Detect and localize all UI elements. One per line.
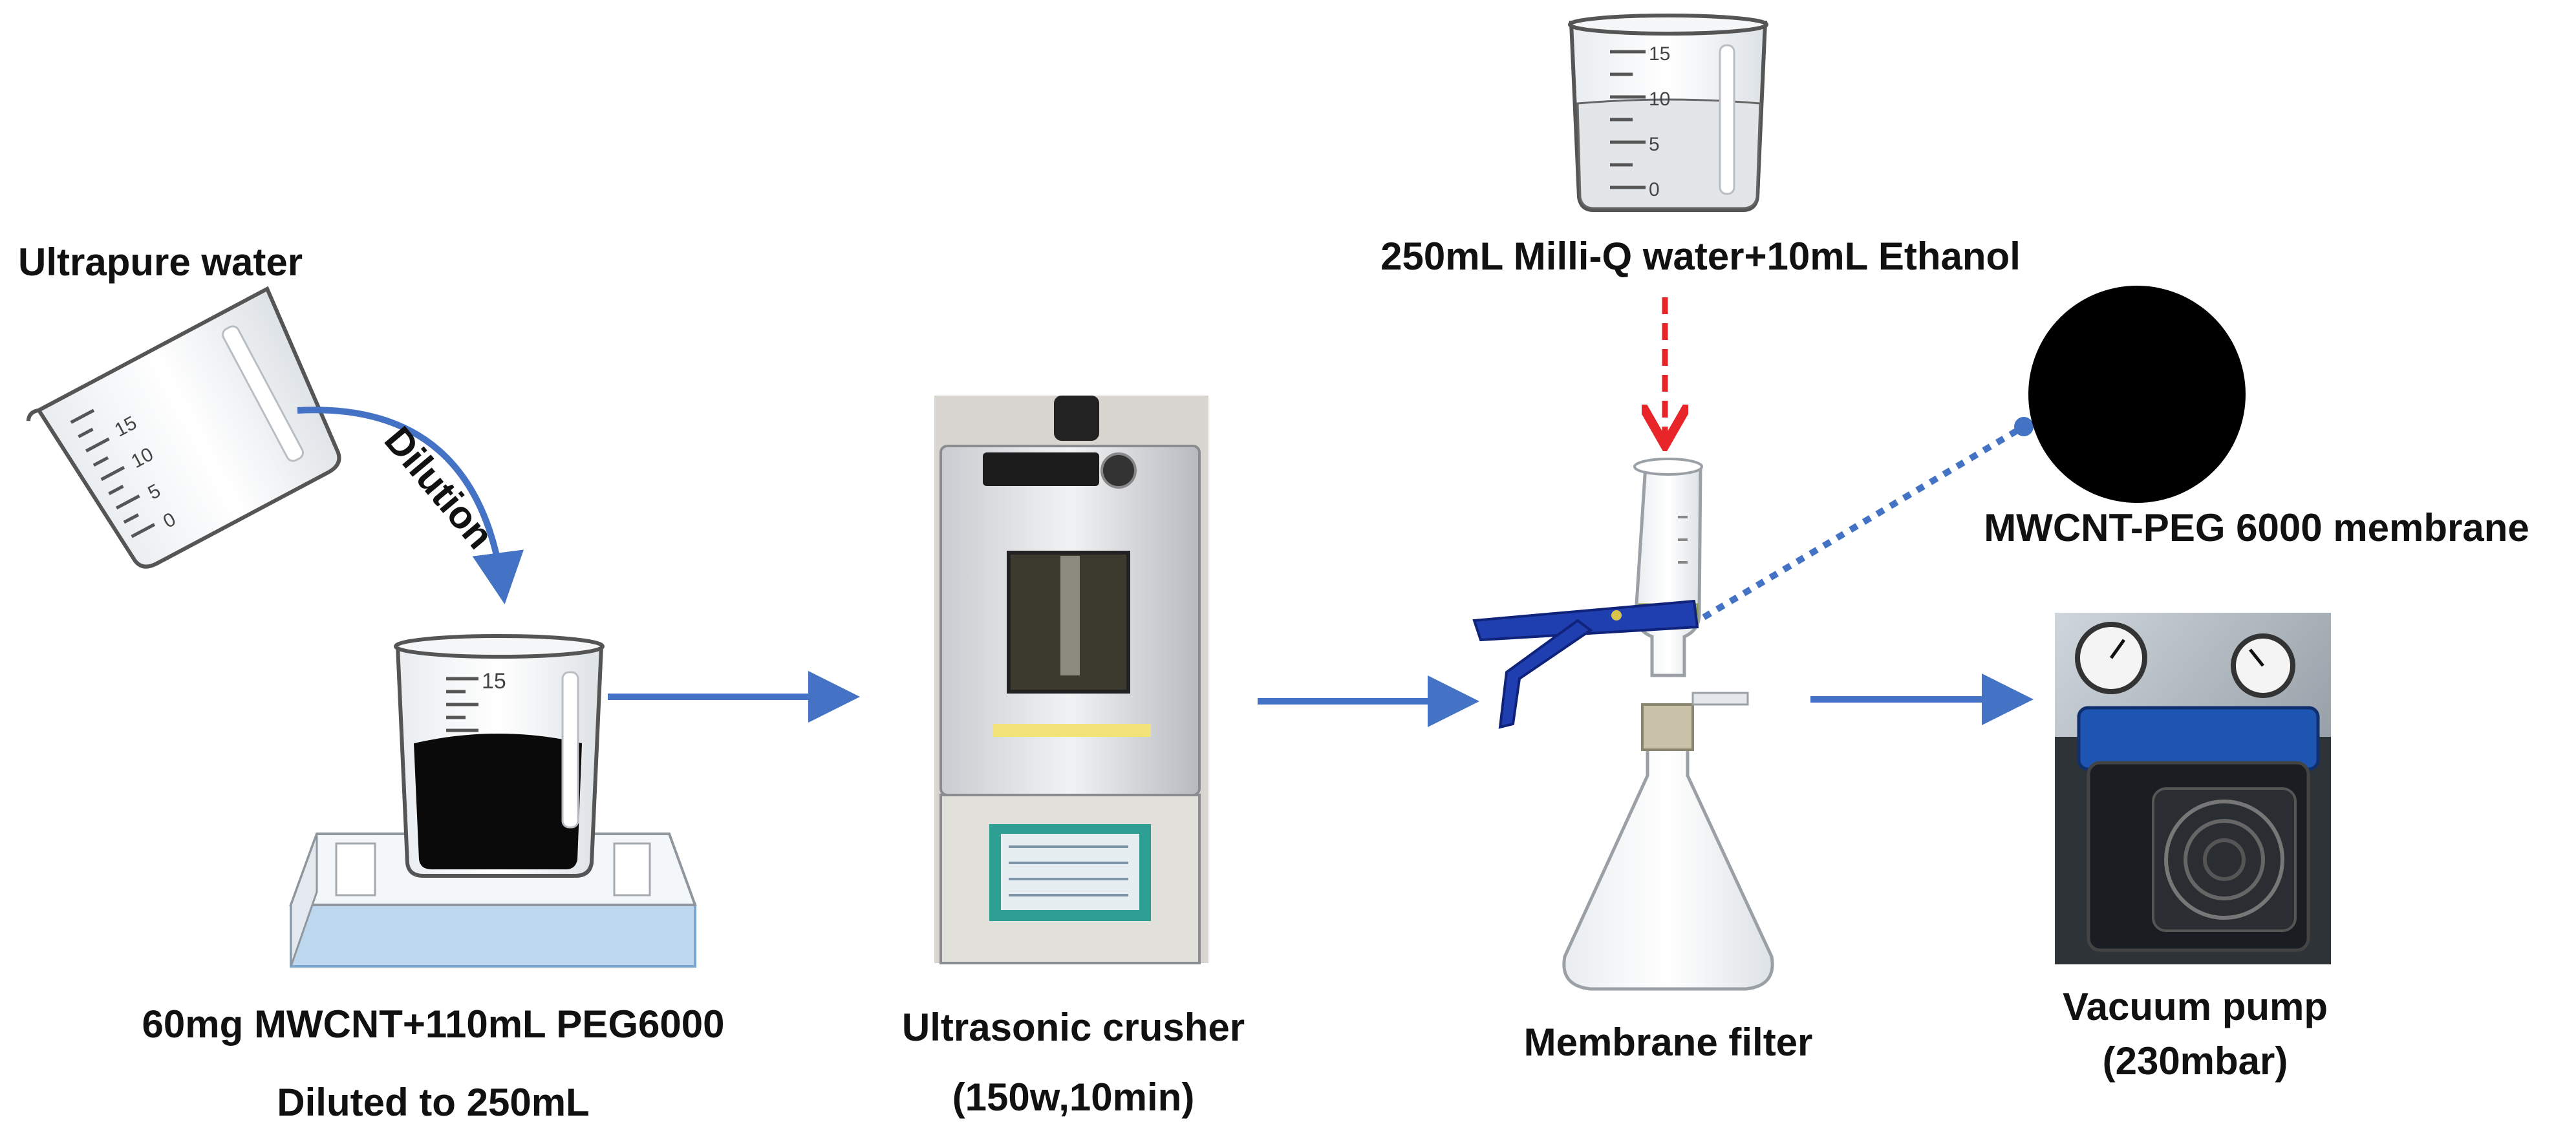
mixture-label-line2: Diluted to 250mL xyxy=(277,1081,590,1124)
crusher-label-line1: Ultrasonic crusher xyxy=(901,1006,1245,1049)
rinse-label: 250mL Milli-Q water+10mL Ethanol xyxy=(1380,235,2021,278)
membrane-filter-label: Membrane filter xyxy=(1523,1021,1813,1064)
crusher-label-line2: (150w,10min) xyxy=(952,1076,1195,1119)
membrane-label: MWCNT-PEG 6000 membrane xyxy=(1984,506,2529,549)
top-beaker-icon: 15 10 5 0 xyxy=(1568,14,1768,212)
membrane-connector xyxy=(1702,423,2026,621)
mwcnt-dispersion xyxy=(414,734,582,869)
membrane-filter-icon xyxy=(1472,458,1774,991)
top-beaker-tick-10: 10 xyxy=(1649,89,1670,110)
top-beaker-tick-5: 5 xyxy=(1649,134,1660,155)
mixing-beaker-tick-15: 15 xyxy=(482,669,506,694)
vacuum-pump-icon xyxy=(2055,613,2331,964)
pump-label-line1: Vacuum pump xyxy=(2062,985,2328,1028)
pouring-beaker-icon: 0 5 10 15 xyxy=(26,286,341,569)
pump-label-line2: (230mbar) xyxy=(2102,1039,2288,1083)
top-beaker-tick-0: 0 xyxy=(1649,179,1660,200)
mixing-beaker-icon: 15 xyxy=(394,634,605,878)
membrane-disc-icon xyxy=(2028,286,2246,503)
ultrapure-water-label: Ultrapure water xyxy=(18,240,303,284)
connector-dot xyxy=(2014,417,2034,436)
dilution-arrow xyxy=(297,407,524,604)
top-beaker-tick-15: 15 xyxy=(1649,43,1670,65)
ultrasonic-crusher-icon xyxy=(934,396,1208,964)
mixture-label-line1: 60mg MWCNT+110mL PEG6000 xyxy=(142,1002,725,1046)
